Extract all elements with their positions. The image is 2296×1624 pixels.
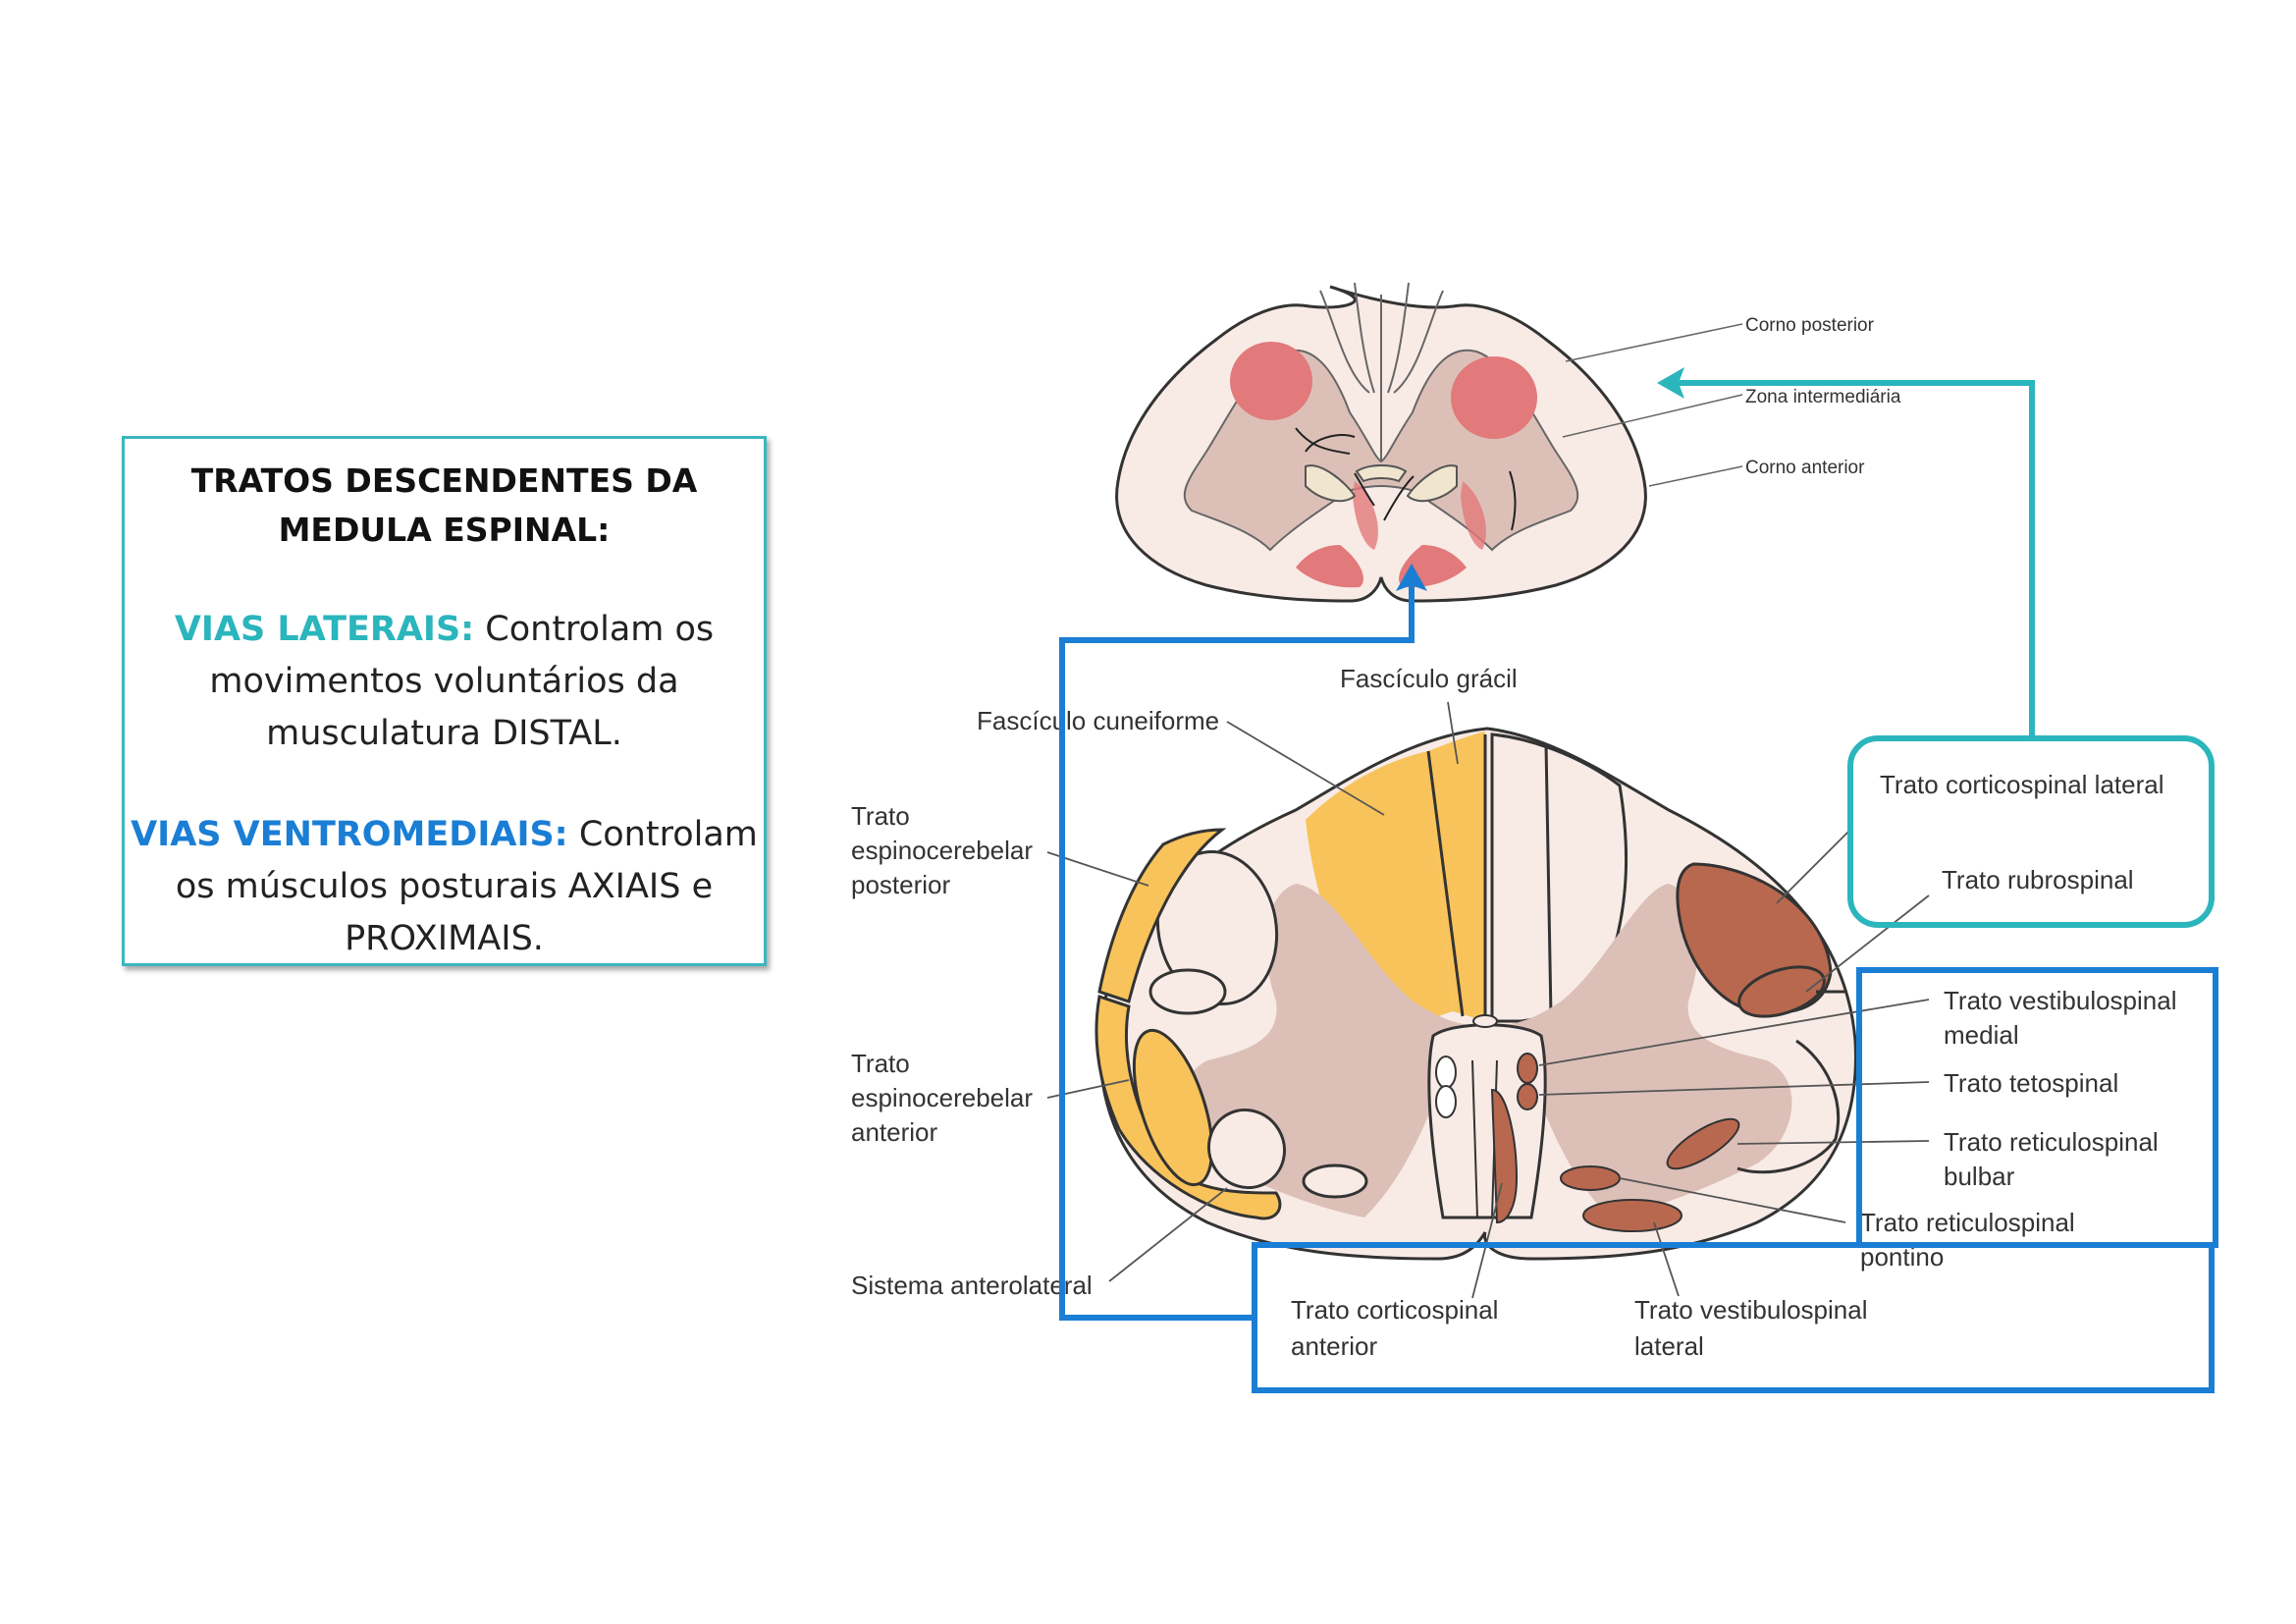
lateral-heading: VIAS LATERAIS: <box>174 610 475 649</box>
vestibulospinal-medial-region <box>1517 1053 1538 1084</box>
left-ventral-outline-b <box>1302 1164 1368 1199</box>
bottom-gray-matter <box>1182 884 1792 1218</box>
vestibulospinal-lateral-region <box>1582 1199 1682 1232</box>
top-pathway-arrows <box>1295 427 1517 531</box>
ventromedial-heading: VIAS VENTROMEDIAIS: <box>131 815 568 854</box>
top-leader-lines <box>1562 323 1743 487</box>
ventromedial-paragraph: VIAS VENTROMEDIAIS: Controlam os músculo… <box>131 815 758 958</box>
bottom-leader-lines <box>1046 701 1930 1299</box>
label-corno-posterior: Corno posterior <box>1745 315 1875 336</box>
label-espino-ant-3: anterior <box>851 1117 937 1147</box>
left-small-tract-outline <box>1148 968 1227 1015</box>
top-ventral-medial-right <box>1461 481 1486 550</box>
label-espino-ant-2: espinocerebelar <box>851 1083 1033 1112</box>
label-espino-post-1: Trato <box>851 801 910 831</box>
label-fasciculo-cuneiforme: Fascículo cuneiforme <box>977 706 1219 735</box>
fasciculo-gracil-region <box>1428 731 1485 1021</box>
dorsal-column-divider <box>1426 750 1465 1017</box>
label-rubrospinal: Trato rubrospinal <box>1942 865 2134 894</box>
bottom-cross-section: Fascículo grácil Fascículo cuneiforme Tr… <box>851 664 2177 1361</box>
label-zona-intermediaria: Zona intermediária <box>1745 387 1901 407</box>
label-espino-ant-1: Trato <box>851 1049 910 1078</box>
label-fasciculo-gracil: Fascículo grácil <box>1340 664 1518 693</box>
lateral-paragraph: VIAS LATERAIS: Controlam os movimentos v… <box>174 610 715 753</box>
top-right-lateral-tract <box>1451 356 1537 439</box>
espinocerebelar-posterior-region <box>1097 828 1227 1003</box>
corticospinal-anterior-region <box>1490 1088 1519 1224</box>
label-sistema-anterolateral: Sistema anterolateral <box>851 1271 1093 1300</box>
reticulospinal-pontino-region <box>1560 1165 1621 1191</box>
top-ventral-medial-left <box>1353 481 1378 550</box>
reticulospinal-bulbar-region <box>1666 1117 1740 1170</box>
central-canal <box>1472 1014 1498 1028</box>
top-cross-section: Corno posterior Zona intermediária Corno… <box>1115 282 1901 603</box>
label-reticulo-bulbar-1: Trato reticulospinal <box>1944 1127 2159 1157</box>
right-ventrolateral-outline <box>1736 1039 1841 1174</box>
motor-neurons <box>1305 464 1458 503</box>
lateral-group-box <box>1847 735 2215 928</box>
tetospinal-region <box>1517 1083 1538 1110</box>
label-reticulo-pontino-1: Trato reticulospinal <box>1860 1208 2075 1237</box>
left-lateral-tract-outline <box>1155 849 1279 1006</box>
summary-title: TRATOS DESCENDENTES DA MEDULA ESPINAL: <box>190 461 698 549</box>
label-vestibulo-lateral-2: lateral <box>1634 1331 1704 1361</box>
lateral-arrow-head <box>1657 367 1684 399</box>
label-corticospinal-lateral: Trato corticospinal lateral <box>1880 770 2164 799</box>
ventromedial-arrow-line <box>1059 577 1415 1321</box>
label-corno-anterior: Corno anterior <box>1745 458 1865 478</box>
top-left-lateral-tract <box>1230 342 1312 420</box>
anterolateral-region <box>1132 1028 1214 1187</box>
label-espino-post-2: espinocerebelar <box>851 836 1033 865</box>
label-reticulo-bulbar-2: bulbar <box>1944 1162 2015 1191</box>
lateral-arrow-line <box>1669 380 2035 738</box>
label-espino-post-3: posterior <box>851 870 950 899</box>
ventral-commissure-left-a <box>1435 1056 1457 1089</box>
top-ventral-left-tract <box>1296 545 1363 588</box>
ventromedial-arrow-head <box>1396 564 1427 591</box>
ventromedial-box-right <box>1856 967 2218 1248</box>
ventral-commissure-left-b <box>1435 1085 1457 1118</box>
label-corticospinal-anterior-1: Trato corticospinal <box>1291 1295 1498 1325</box>
label-vestibulo-lateral-1: Trato vestibulospinal <box>1634 1295 1868 1325</box>
left-ventral-outline-a <box>1206 1108 1287 1190</box>
summary-box: TRATOS DESCENDENTES DA MEDULA ESPINAL: V… <box>122 436 767 966</box>
label-corticospinal-anterior-2: anterior <box>1291 1331 1377 1361</box>
label-tetospinal: Trato tetospinal <box>1944 1068 2118 1098</box>
label-vestibulo-medial-1: Trato vestibulospinal <box>1944 986 2177 1015</box>
label-vestibulo-medial-2: medial <box>1944 1020 2019 1050</box>
dorsal-column-lines <box>1319 282 1444 461</box>
